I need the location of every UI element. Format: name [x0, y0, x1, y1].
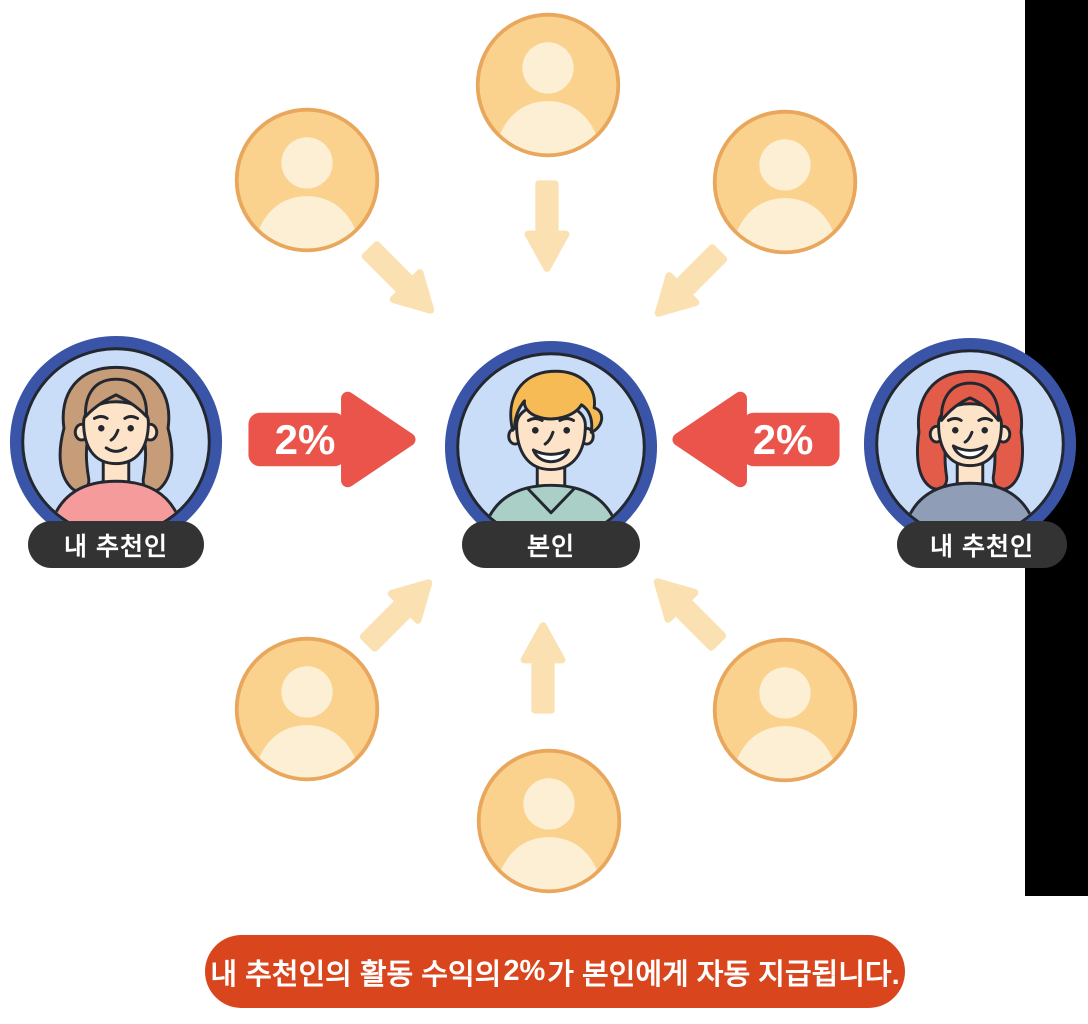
member-avatar [473, 745, 625, 897]
person-silhouette-icon [231, 104, 383, 256]
referrer-left-avatar [8, 334, 224, 550]
rate-arrow-right: 2% [668, 387, 845, 492]
banner-text-before: 내 추천인의 활동 수익의 [210, 958, 502, 991]
person-silhouette-icon [231, 633, 383, 785]
arrow-toward-center-icon [342, 222, 460, 340]
arrow-toward-center-icon [521, 175, 573, 279]
member-avatar [709, 634, 861, 786]
person-silhouette-icon [709, 106, 861, 258]
rate-left-label: 2% [274, 415, 336, 463]
banner-highlight: 2% [503, 955, 546, 987]
member-avatar [231, 633, 383, 785]
arrow-toward-center-icon [517, 615, 569, 719]
rate-arrow-left: 2% [243, 387, 420, 492]
referrer-right-label: 내 추천인 [897, 521, 1067, 568]
referrer-left-label-text: 내 추천인 [64, 532, 168, 561]
banner-text-after: 가 본인에게 자동 지급됩니다. [547, 958, 900, 991]
referrer-left-label: 내 추천인 [28, 521, 204, 568]
person-silhouette-icon [473, 745, 625, 897]
rate-right-label: 2% [752, 415, 814, 463]
member-avatar [472, 9, 624, 161]
person-silhouette-icon [472, 9, 624, 161]
person-silhouette-icon [709, 634, 861, 786]
referrer-right-avatar [862, 336, 1078, 552]
self-label-text: 본인 [526, 532, 575, 561]
self-avatar [443, 339, 659, 555]
member-avatar [709, 106, 861, 258]
self-label: 본인 [462, 521, 640, 568]
member-avatar [231, 104, 383, 256]
referrer-right-label-text: 내 추천인 [930, 532, 1034, 561]
reward-banner: 내 추천인의 활동 수익의 2% 가 본인에게 자동 지급됩니다. [205, 935, 905, 1008]
